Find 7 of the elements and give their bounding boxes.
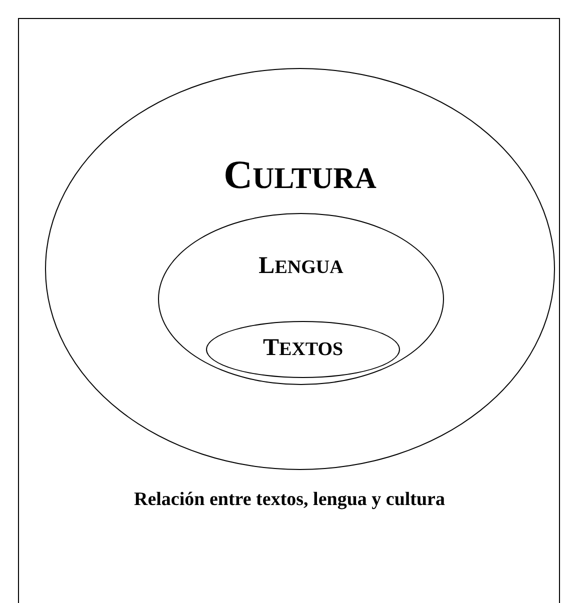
node-label: LENGUA: [258, 254, 344, 278]
node-label: TEXTOS: [262, 336, 344, 360]
ellipse-node: [158, 213, 444, 385]
node-label: CULTURA: [224, 155, 376, 195]
ellipse-node: [206, 321, 400, 378]
ellipse-node: [45, 68, 555, 470]
caption: Relación entre textos, lengua y cultura: [133, 488, 446, 512]
